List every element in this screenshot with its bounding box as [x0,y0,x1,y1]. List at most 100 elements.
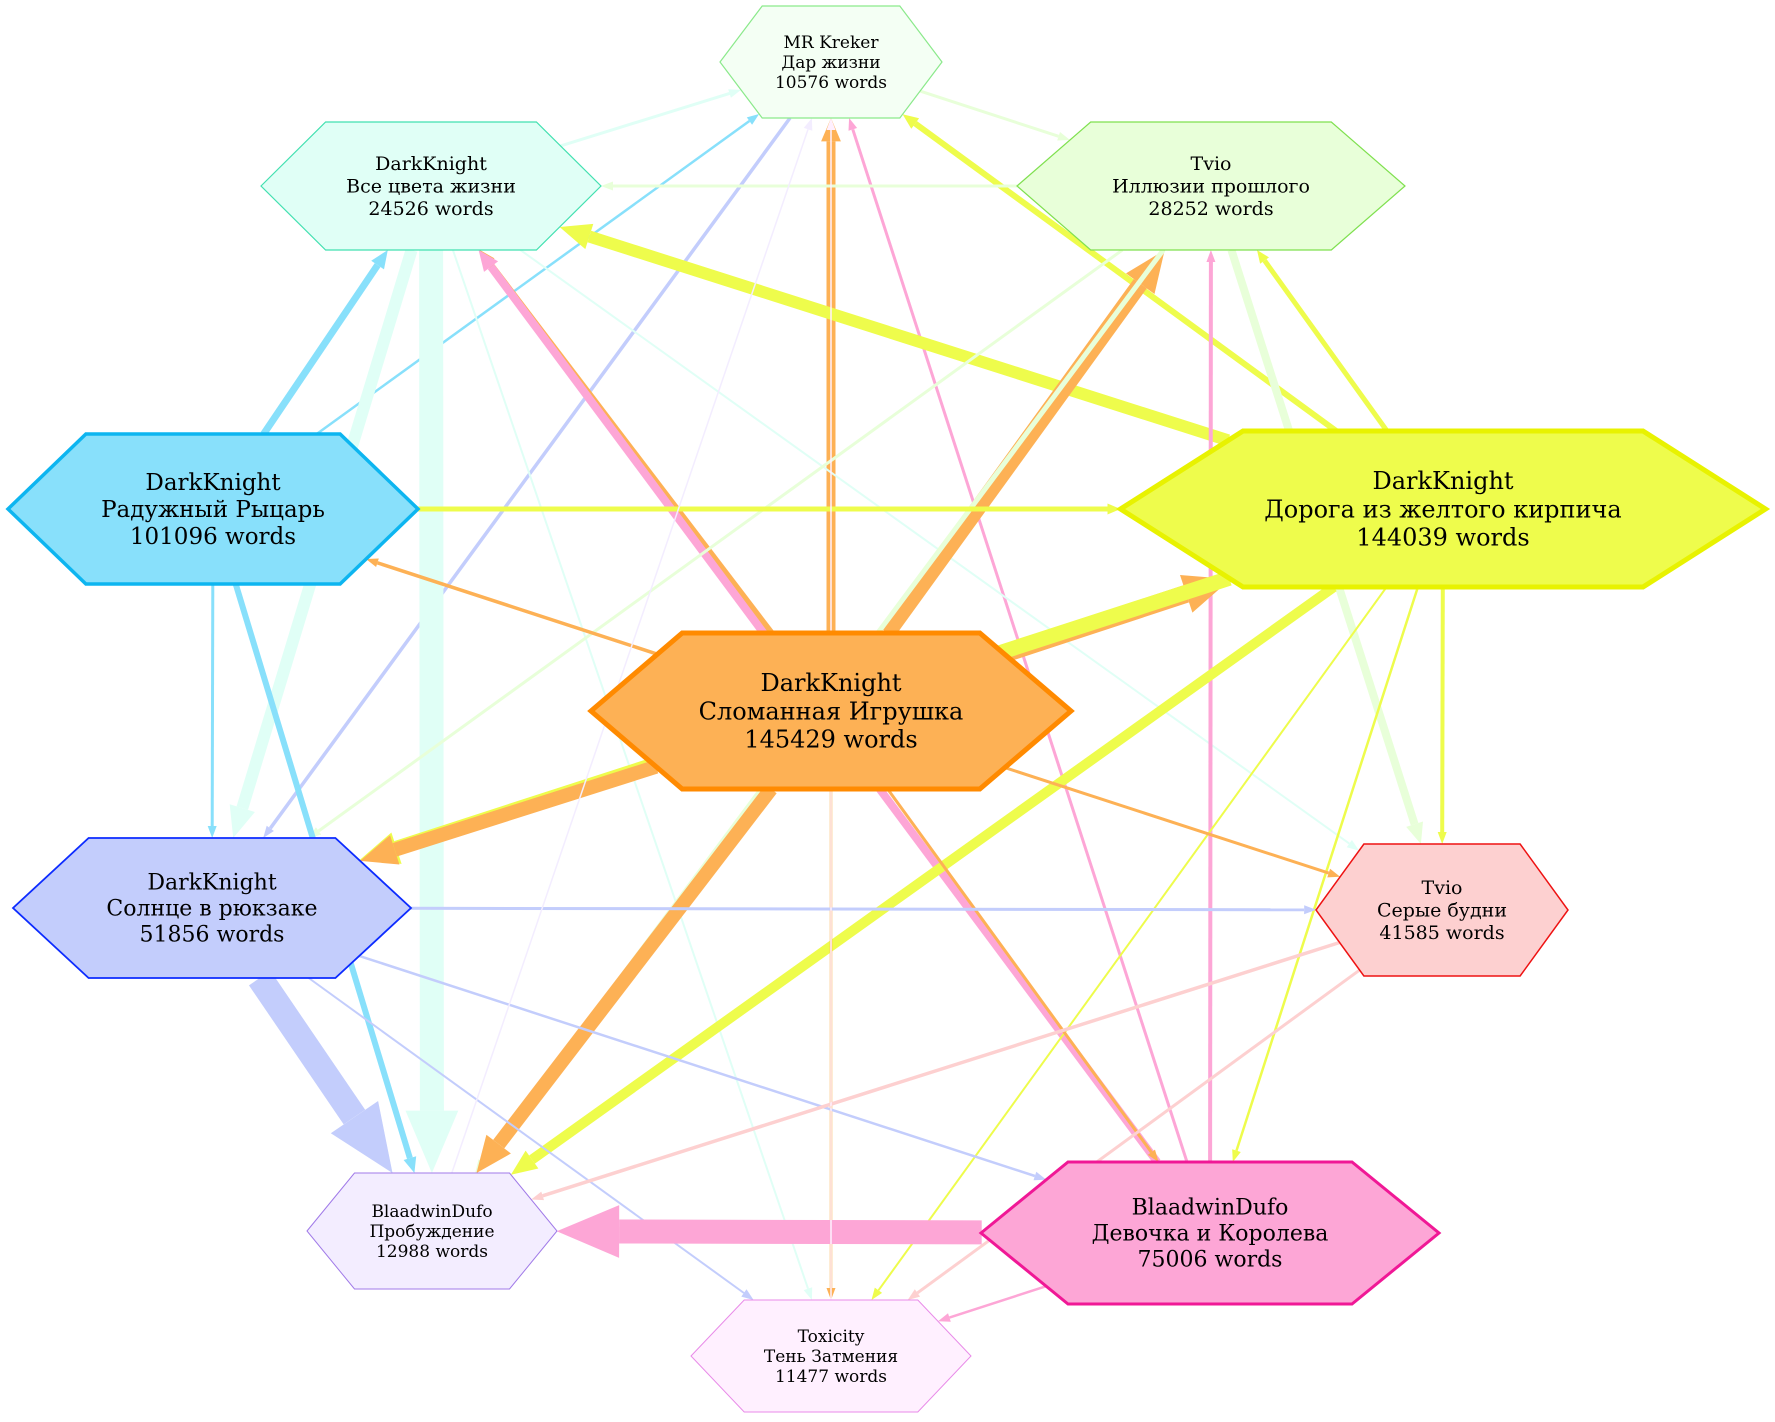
edge-line [619,1219,982,1245]
node-author-label: Tvio [1422,877,1463,899]
edge-dor-to-mr [902,114,1338,434]
edge-line [1262,259,1390,433]
edge-line [1235,586,1420,1151]
edge-line [392,760,659,857]
edge-arrowhead [871,1287,883,1300]
edge-arrowhead [366,558,379,567]
edge-arrowhead [476,1134,511,1173]
node-hexagon [1016,121,1406,251]
edge-line [587,230,1231,447]
edge-arrowhead [1406,821,1423,844]
edge-line [1208,261,1213,1163]
node-words-label: 144039 words [1356,524,1529,552]
edge-dev-to-tox [938,1285,1047,1322]
node-author-label: BlaadwinDufo [1132,1196,1289,1221]
edge-rad-to-dor [418,503,1121,515]
edge-arrowhead [938,1313,951,1322]
edge-dor-to-vse [559,223,1231,447]
edge-arrowhead [1304,905,1317,915]
node-words-label: 10576 words [775,73,887,93]
node-title-label: Все цвета жизни [346,176,516,198]
edge-arrowhead [1327,868,1341,878]
node-title-label: Сломанная Игрушка [699,697,964,725]
edge-arrowhead [902,114,920,129]
node-title-label: Серые будни [1377,900,1507,922]
edge-vse-to-pro [405,249,459,1173]
edge-arrowhead [559,223,594,250]
node-words-label: 75006 words [1138,1248,1283,1273]
node-title-label: Иллюзии прошлого [1112,176,1310,198]
edge-slo-to-dev [886,788,1159,1162]
edge-pro-to-mr [451,118,813,1174]
node-hexagon [1115,428,1771,590]
edge-arrowhead [1232,1149,1241,1162]
node-author-label: DarkKnight [147,871,276,896]
edge-ser-to-pro [531,940,1341,1201]
edge-line [451,129,809,1174]
edge-arrowhead [556,1205,620,1258]
edge-line [919,89,1060,138]
edge-arrowhead [826,118,836,130]
edge-line [315,119,751,436]
node-words-label: 28252 words [1148,198,1273,220]
node-words-label: 51856 words [140,923,285,948]
node-words-label: 41585 words [1379,922,1504,944]
node-author-label: Tvio [1191,153,1232,175]
edge-vse-to-mr [560,89,741,148]
node-words-label: 12988 words [376,1242,488,1262]
edge-arrowhead [1107,503,1121,515]
edge-line [1440,586,1445,833]
edge-arrowhead [601,181,613,191]
edge-arrowhead [371,250,388,270]
node-words-label: 145429 words [744,726,917,754]
edge-arrowhead [728,89,741,98]
edge-slo-to-pro [476,784,777,1173]
edge-arrowhead [510,1150,539,1175]
edge-dor-to-dev [1232,586,1420,1162]
edge-arrowhead [1033,1171,1047,1181]
node-author-label: DarkKnight [145,470,281,496]
edge-slo-to-rad [366,558,658,656]
edge-arrowhead [1206,250,1216,262]
edge-arrowhead [330,1101,393,1173]
edge-sol-to-ser [410,905,1317,915]
edge-line [529,582,1337,1164]
edge-dev-to-pro [556,1205,982,1258]
edge-line [542,940,1341,1198]
edge-line [493,784,777,1149]
edge-line [886,788,1153,1154]
node-hexagon [260,121,602,251]
node-words-label: 101096 words [130,524,296,550]
node-title-label: Девочка и Королева [1092,1222,1329,1247]
node-author-label: DarkKnight [1372,467,1513,495]
edge-arrowhead [1057,132,1070,141]
edge-arrowhead [746,114,760,125]
edge-arrowhead [741,1289,754,1300]
edge-rad-to-vse [260,250,388,436]
node-title-label: Дорога из желтого кирпича [1264,495,1621,523]
edge-arrowhead [263,825,274,838]
edge-arrowhead [405,1110,459,1173]
node-hexagon [306,1172,558,1290]
edge-line [358,954,1036,1178]
edge-line [376,561,658,656]
edge-arrowhead [229,804,255,838]
node-title-label: Солнце в рюкзаке [106,897,317,922]
edge-dor-to-tox [871,586,1388,1300]
node-author-label: Toxicity [798,1327,865,1347]
node-author-label: DarkKnight [760,669,901,697]
edge-line [949,1285,1047,1319]
edge-line [419,249,444,1111]
edge-arrowhead [803,118,813,131]
edge-arrowhead [1437,832,1447,844]
edge-slo-to-ser [1004,766,1341,878]
edge-sol-to-dev [358,954,1047,1181]
